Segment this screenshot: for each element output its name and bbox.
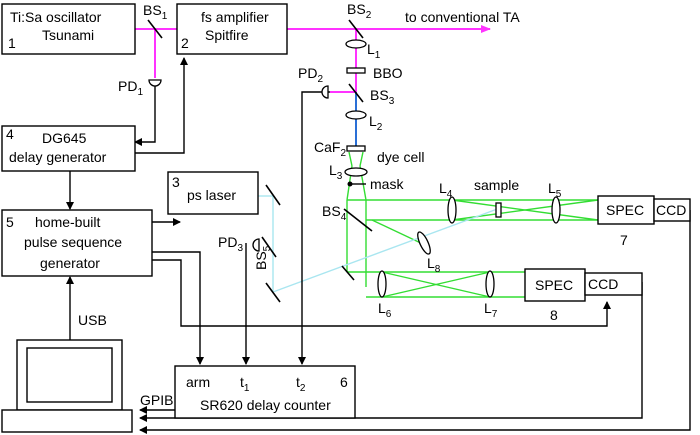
ccd7-label: CCD xyxy=(656,202,686,218)
pd2-label: PD2 xyxy=(298,65,323,85)
oscillator-number: 1 xyxy=(8,35,16,51)
delay-generator-box: DG645 delay generator 4 xyxy=(1,125,136,172)
computer-icon xyxy=(1,339,133,433)
lens-l8 xyxy=(417,231,431,255)
bs3-label: BS3 xyxy=(370,87,395,107)
lens-l5 xyxy=(551,196,561,224)
l2-label: L2 xyxy=(369,113,383,133)
fold-mirror xyxy=(341,265,355,281)
pulse-generator-box: home-built pulse sequence generator 5 xyxy=(1,209,153,277)
bs2-mirror xyxy=(348,19,364,39)
l5-label: L5 xyxy=(548,180,562,200)
bs5-mirror xyxy=(261,236,277,258)
dye-cell-label: dye cell xyxy=(377,149,424,165)
ps-laser-beam xyxy=(258,195,501,293)
bbo-crystal xyxy=(346,67,366,74)
to-ta-label: to conventional TA xyxy=(405,9,520,25)
ps-laser-box: ps laser 3 xyxy=(167,171,259,215)
usb-label: USB xyxy=(78,312,107,328)
delay-generator-name: DG645 xyxy=(42,130,87,146)
l7-label: L7 xyxy=(484,300,498,320)
spec8-label: SPEC xyxy=(535,277,573,293)
lens-l7 xyxy=(485,270,495,298)
l8-label: L8 xyxy=(427,255,441,275)
ps-mirror-bottom xyxy=(265,282,281,303)
oscillator-model: Tsunami xyxy=(42,27,94,43)
l4-label: L4 xyxy=(439,180,453,200)
pd2-icon xyxy=(321,85,329,99)
amplifier-box: fs amplifier Spitfire 2 xyxy=(176,3,288,55)
bs1-mirror xyxy=(147,19,163,39)
mask-label: mask xyxy=(370,176,404,192)
pulse-generator-number: 5 xyxy=(6,214,14,230)
bbo-label: BBO xyxy=(373,65,403,81)
pulse-generator-line1: home-built xyxy=(35,214,100,230)
l1-label: L1 xyxy=(367,41,381,61)
bs1-label: BS1 xyxy=(143,2,168,22)
pd3-icon xyxy=(252,238,260,252)
gpib-label: GPIB xyxy=(140,392,173,408)
mask-dot xyxy=(347,181,353,187)
bs4-label: BS4 xyxy=(322,203,347,223)
oscillator-box: Ti:Sa oscillator Tsunami 1 xyxy=(1,3,136,55)
amplifier-name: fs amplifier xyxy=(201,9,269,25)
delay-generator-number: 4 xyxy=(6,126,14,142)
counter-t1-label: t1 xyxy=(240,374,250,394)
bs5-label: BS5 xyxy=(253,245,273,270)
spectrometer-8: SPEC CCD 8 xyxy=(524,268,643,323)
counter-name: SR620 delay counter xyxy=(200,397,331,413)
ps-laser-name: ps laser xyxy=(187,187,236,203)
bs2-label: BS2 xyxy=(347,1,372,21)
bs3-mirror xyxy=(348,83,364,103)
ps-laser-number: 3 xyxy=(172,174,180,190)
sample-cell xyxy=(495,202,502,218)
l6-label: L6 xyxy=(378,300,392,320)
lens-l4 xyxy=(447,196,457,224)
pd1-icon xyxy=(148,79,162,87)
bs4-mirror xyxy=(343,208,373,232)
spectrometer-7: SPEC CCD 7 xyxy=(597,195,691,248)
pd3-label: PD3 xyxy=(218,234,243,254)
caf2-crystal xyxy=(346,145,366,152)
lens-l6 xyxy=(377,270,387,298)
l3-label: L3 xyxy=(329,162,343,182)
wiring xyxy=(66,57,691,434)
counter-number: 6 xyxy=(340,374,348,390)
sample-label: sample xyxy=(474,177,519,193)
caf2-label: CaF2 xyxy=(314,139,346,159)
lens-l2 xyxy=(345,110,367,120)
counter-t2-label: t2 xyxy=(296,374,306,394)
pulse-generator-line2: pulse sequence xyxy=(24,234,122,250)
counter-arm-label: arm xyxy=(186,374,210,390)
lens-l3 xyxy=(344,167,368,177)
delay-generator-sub: delay generator xyxy=(9,149,107,165)
spec7-label: SPEC xyxy=(606,202,644,218)
pulse-generator-line3: generator xyxy=(40,255,100,271)
pd1-label: PD1 xyxy=(118,78,143,98)
oscillator-name: Ti:Sa oscillator xyxy=(10,9,102,25)
amplifier-number: 2 xyxy=(181,35,189,51)
spec8-number: 8 xyxy=(550,307,558,323)
spec7-number: 7 xyxy=(620,232,628,248)
ps-mirror-top xyxy=(265,184,281,206)
ccd8-label: CCD xyxy=(588,276,618,292)
lens-l1 xyxy=(345,39,367,49)
amplifier-model: Spitfire xyxy=(205,27,249,43)
delay-counter-box: arm t1 t2 6 SR620 delay counter xyxy=(174,365,356,419)
